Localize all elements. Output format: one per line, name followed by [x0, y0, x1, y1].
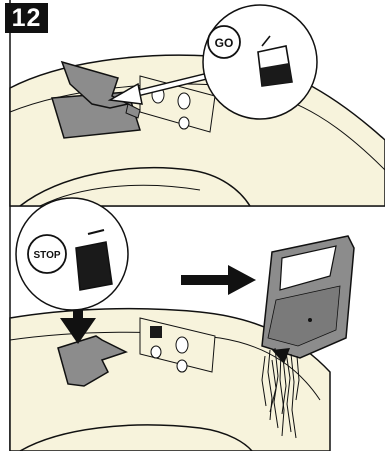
go-badge-text: GO — [215, 36, 234, 50]
empty-arrow-head — [228, 265, 256, 295]
control-button-4-bottom — [177, 360, 187, 372]
top-panel: GO — [10, 5, 385, 206]
bag-full-icon-bottom — [76, 242, 112, 290]
bottom-panel: STOP — [10, 198, 354, 451]
stop-badge-text: STOP — [33, 250, 60, 261]
control-button-2-top — [178, 93, 190, 109]
control-button-3-bottom — [176, 337, 188, 353]
grass-bag-rivet — [308, 318, 312, 322]
empty-arrow-shaft — [181, 275, 229, 285]
control-button-2-bottom — [151, 346, 161, 358]
control-button-1-bottom — [150, 326, 162, 338]
control-button-3-top — [179, 117, 189, 129]
